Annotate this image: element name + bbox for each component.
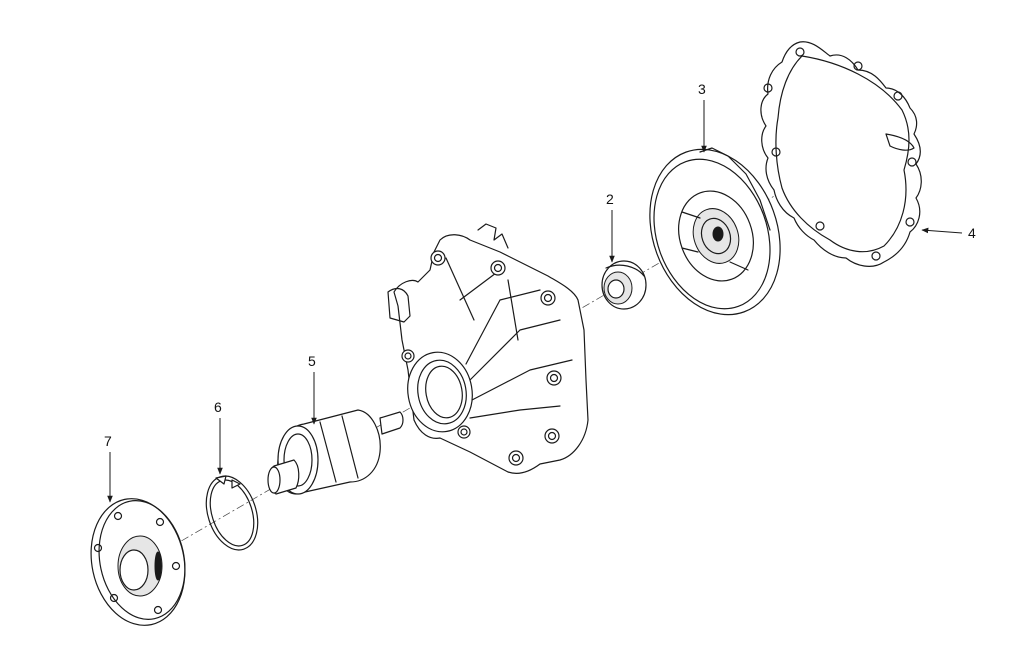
label-5: 5 [308,353,316,369]
label-3: 3 [698,81,706,97]
label-4: 4 [968,225,976,241]
callout-5: 5 [308,353,317,425]
callout-6: 6 [214,399,223,475]
seal [601,260,647,310]
callout-4: 4 [921,225,976,241]
callout-3: 3 [698,81,707,153]
gasket [760,41,922,267]
callout-7: 7 [104,433,113,503]
callout-2: 2 [606,191,615,263]
label-6: 6 [214,399,222,415]
shaft-bearing [267,409,404,495]
pump-housing [387,223,589,474]
circlip [205,475,259,551]
label-2: 2 [606,191,614,207]
hub-flange [90,498,186,626]
label-7: 7 [104,433,112,449]
cover-plate [649,147,781,316]
